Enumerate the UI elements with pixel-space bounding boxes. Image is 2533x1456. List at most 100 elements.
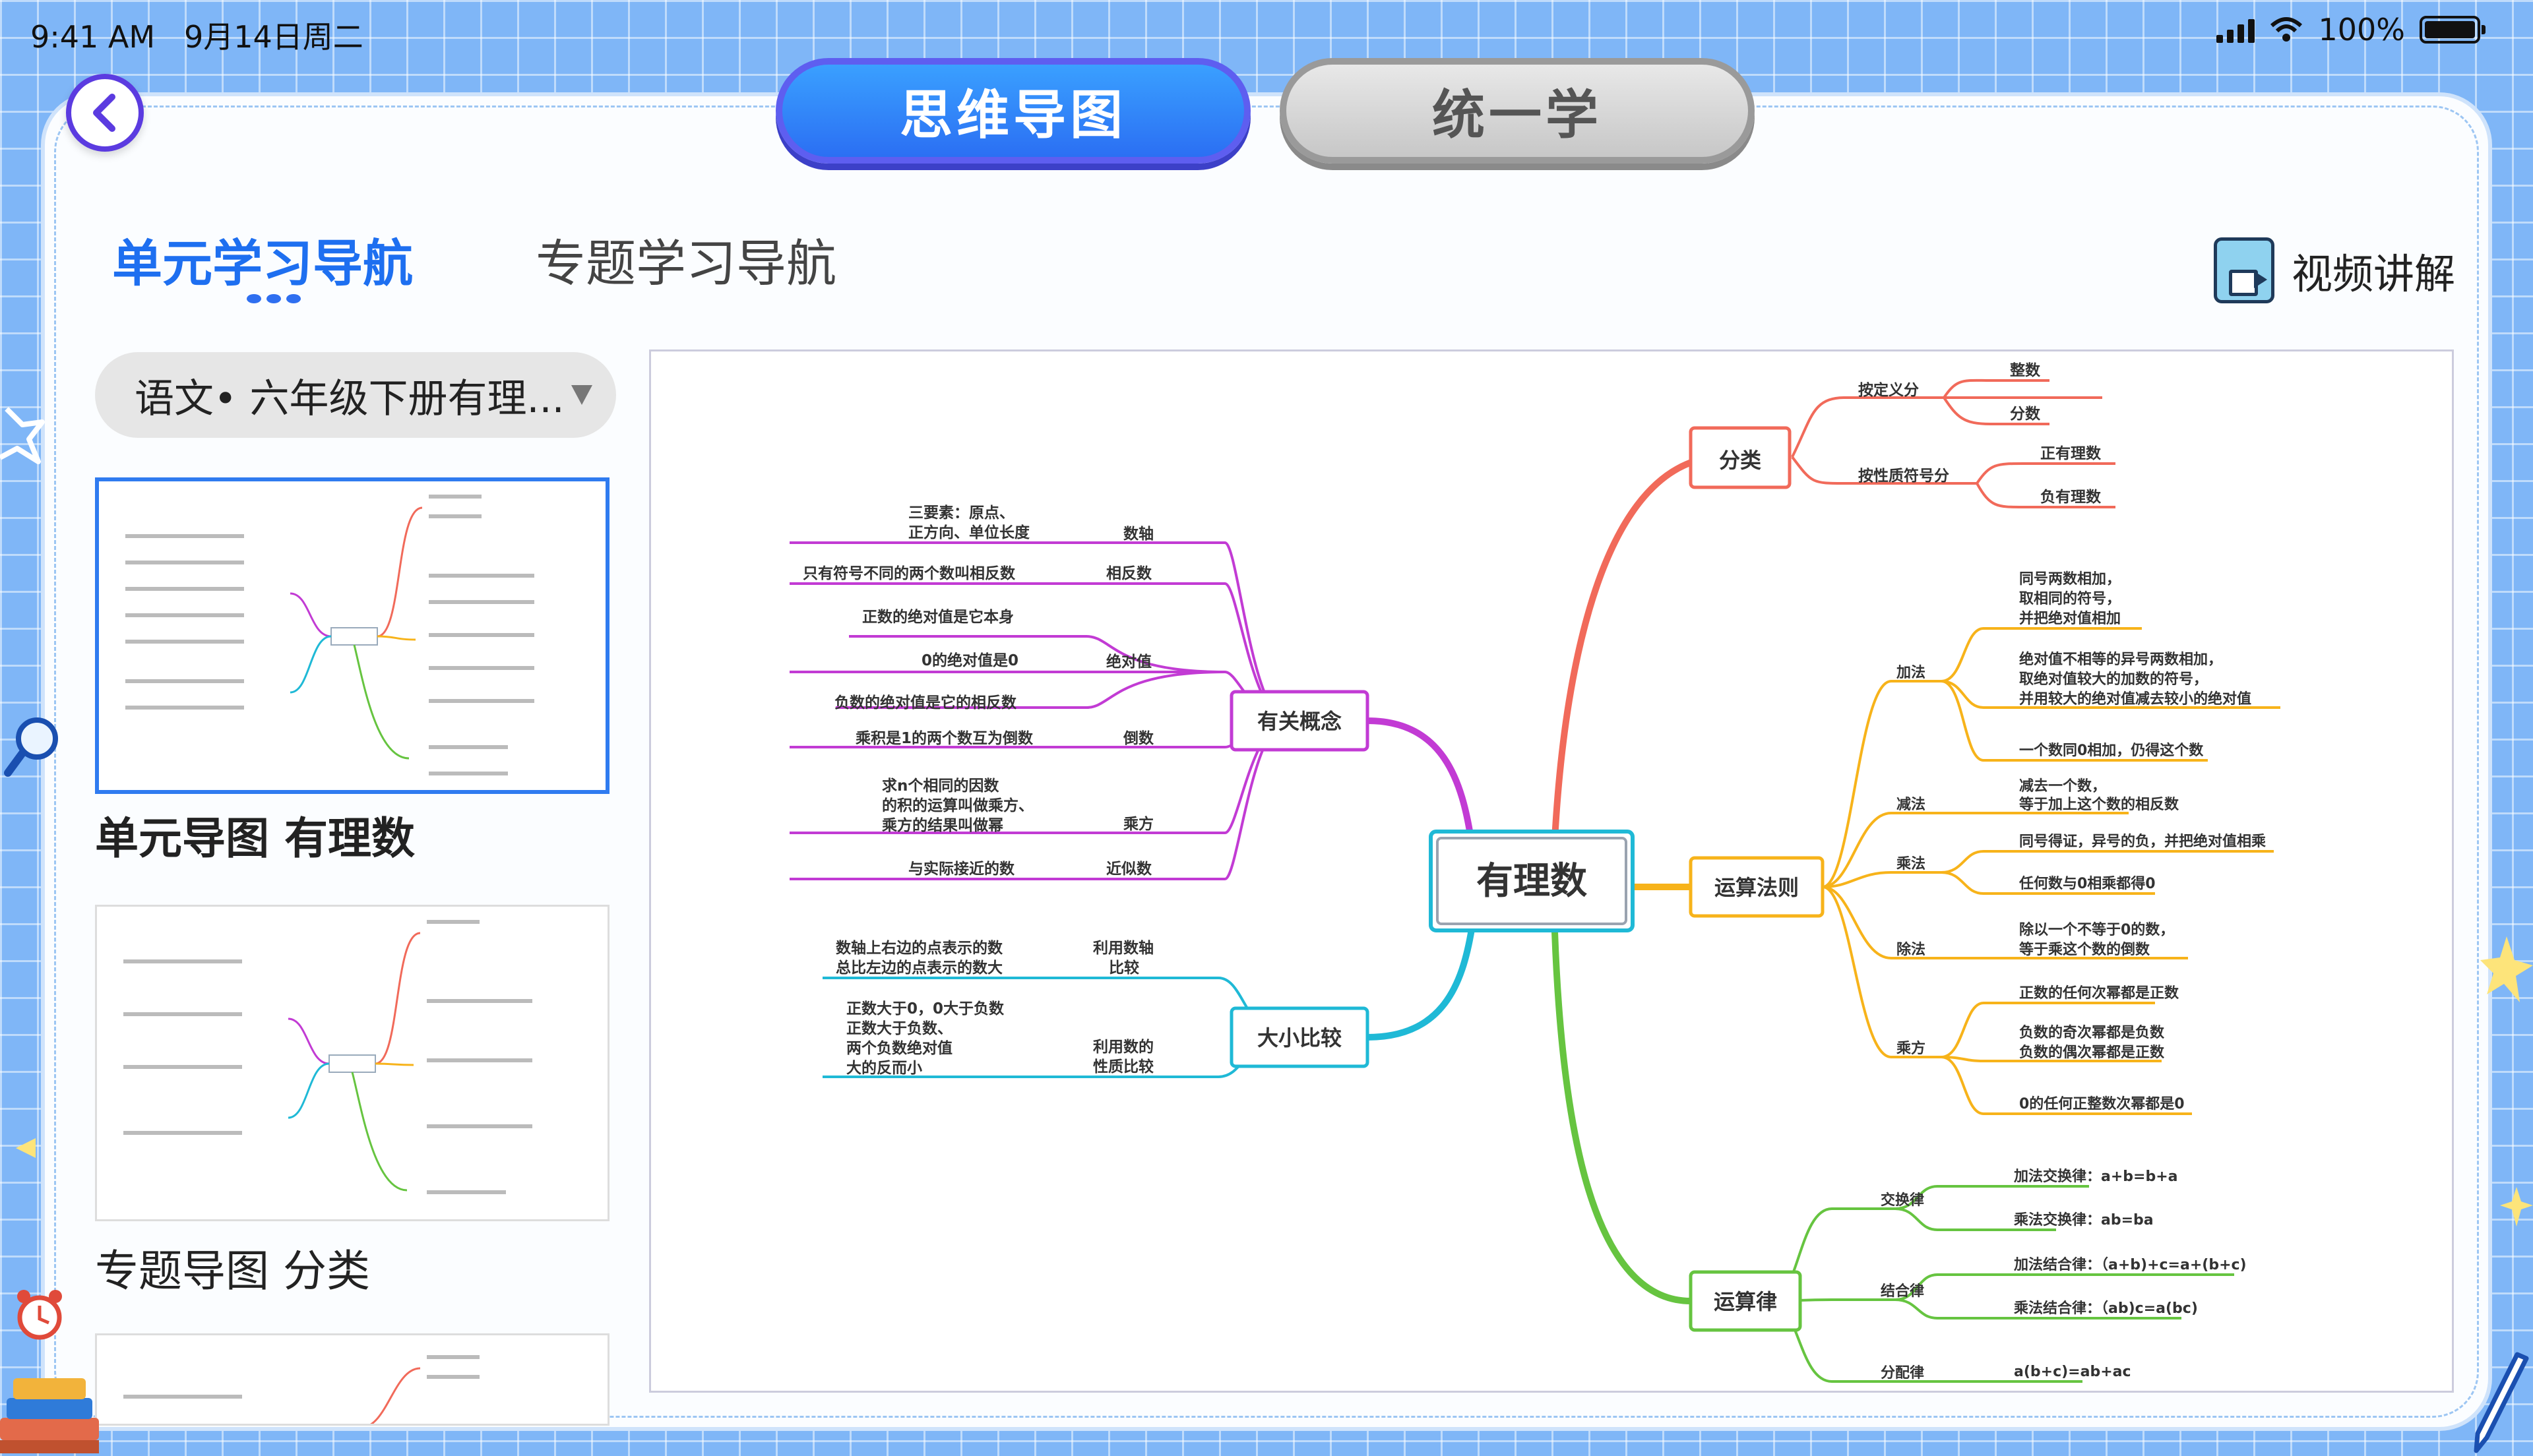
tab-mindmap[interactable]: 思维导图	[776, 58, 1251, 164]
compare-axis-label: 比较	[1109, 959, 1139, 977]
laws-assoc-text: 加法结合律：（a+b)+c=a+(b+c)	[2013, 1256, 2247, 1273]
rules-sub-text: 减去一个数，	[2019, 777, 2106, 795]
rules-add-text: 一个数同0相加，仍得这个数	[2019, 742, 2204, 759]
rules-add-text: 绝对值不相等的异号两数相加，	[2019, 651, 2222, 668]
star-decoration-icon	[2480, 936, 2533, 1002]
thumbnail-mindmap-preview	[125, 495, 534, 775]
concept-abs-text: 负数的绝对值是它的相反数	[834, 694, 1017, 712]
compare-axis-text: 总比左边的点表示的数大	[836, 959, 1003, 977]
concept-power-label: 乘方	[1123, 815, 1154, 833]
rules-add-text: 并用较大的绝对值减去较小的绝对值	[2019, 690, 2251, 708]
rules-div-text: 除以一个不等于0的数，	[2019, 921, 2174, 938]
rules-add-text: 同号两数相加，	[2019, 570, 2121, 588]
node-rules[interactable]	[1689, 856, 1825, 918]
rules-pow-text: 负数的奇次幂都是负数	[2019, 1024, 2165, 1041]
fenlei-frac: 分数	[2010, 406, 2041, 423]
concept-opposite-label: 相反数	[1106, 565, 1152, 582]
concept-abs-text: 正数的绝对值是它本身	[862, 608, 1014, 626]
concept-abs-label: 绝对值	[1106, 653, 1152, 671]
fenlei-prop: 按性质符号分	[1858, 467, 1949, 485]
compare-prop-text: 正数大于0，0大于负数	[846, 1000, 1005, 1017]
tab-unit-navigation[interactable]: 单元学习导航	[112, 234, 413, 293]
rules-sub-label: 减法	[1896, 796, 1925, 813]
rules-add-text: 取绝对值较大的加数的符号，	[2019, 671, 2208, 688]
concept-power-text: 乘方的结果叫做幂	[881, 816, 1003, 834]
concept-axis-label: 数轴	[1123, 525, 1154, 543]
node-concept[interactable]	[1230, 690, 1369, 752]
concept-power-text: 求n个相同的因数	[882, 777, 999, 795]
active-tab-indicator	[247, 294, 301, 303]
pencil-icon	[2474, 1352, 2529, 1453]
chevron-left-icon	[93, 94, 115, 132]
wifi-icon	[2270, 17, 2303, 42]
rules-add-text: 并把绝对值相加	[2019, 610, 2121, 627]
concept-axis-text: 正方向、单位长度	[908, 524, 1030, 541]
compare-axis-label: 利用数轴	[1093, 939, 1154, 957]
rules-pow-text: 0的任何正整数次幂都是0	[2019, 1095, 2185, 1112]
status-time: 9:41 AM 9月14日周二	[30, 19, 363, 55]
signal-icon	[2216, 16, 2255, 43]
star-decoration-icon	[2500, 1187, 2533, 1227]
branch-compare-link	[1364, 926, 1475, 1041]
thumbnail-mindmap-preview	[123, 920, 532, 1194]
node-compare-label: 大小比较	[1257, 1025, 1342, 1050]
laws-assoc-text: 乘法结合律：（ab)c=a(bc)	[2013, 1300, 2198, 1317]
tab-topic-navigation[interactable]: 专题学习导航	[536, 234, 836, 293]
rules-div-text: 等于乘这个数的倒数	[2019, 941, 2150, 958]
branch-laws-link	[1551, 928, 1694, 1304]
concept-approx-label: 近似数	[1106, 861, 1152, 878]
fenlei-pos: 正有理数	[2040, 444, 2102, 462]
concept-power-text: 的积的运算叫做乘方、	[882, 797, 1034, 814]
dropdown-arrow-icon	[571, 385, 592, 405]
mindmap: 有理数 分类 有关概念 大小比较 运算法则 运算律 按定义分 整数 分数 按性质…	[790, 361, 2280, 1383]
laws-swap-label: 交换律	[1881, 1192, 1924, 1209]
concept-reciprocal-text: 乘积是1的两个数互为倒数	[855, 729, 1034, 747]
video-explain-button[interactable]: 视频讲解	[2214, 237, 2455, 303]
root-node-label: 有理数	[1476, 860, 1587, 903]
laws-assoc-label: 结合律	[1881, 1283, 1924, 1300]
rules-mul-text: 任何数与0相乘都得0	[2018, 875, 2156, 892]
thumbnail-topic-map[interactable]	[95, 905, 610, 1221]
concept-opposite-text: 只有符号不同的两个数叫相反数	[803, 564, 1016, 582]
fenlei-neg: 负有理数	[2040, 488, 2102, 506]
node-fenlei-label: 分类	[1719, 448, 1761, 473]
back-button[interactable]	[66, 74, 144, 152]
rules-div-label: 除法	[1896, 941, 1925, 958]
concept-abs-text: 0的绝对值是0	[922, 652, 1018, 669]
node-rules-label: 运算法则	[1714, 875, 1799, 900]
node-fenlei[interactable]	[1689, 426, 1792, 489]
compare-axis-text: 数轴上右边的点表示的数	[836, 939, 1003, 957]
tab-unify[interactable]: 统一学	[1280, 58, 1755, 164]
node-concept-label: 有关概念	[1257, 709, 1342, 734]
node-compare[interactable]	[1230, 1006, 1369, 1068]
concept-axis-text: 三要素：原点、	[908, 504, 1015, 522]
course-select[interactable]: 语文• 六年级下册有理...	[95, 352, 616, 438]
fenlei-int: 整数	[2010, 361, 2041, 379]
books-icon	[0, 1378, 99, 1453]
battery-icon	[2420, 16, 2486, 44]
thumbnail-mindmap-preview	[123, 1355, 480, 1424]
laws-dist-text: a(b+c)=ab+ac	[2014, 1364, 2131, 1380]
rules-mul-label: 乘法	[1896, 856, 1925, 872]
thumbnail-unit-map[interactable]	[95, 477, 610, 794]
concept-approx-text: 与实际接近的数	[908, 860, 1015, 878]
node-laws[interactable]	[1689, 1270, 1802, 1332]
status-bar: 9:41 AM 9月14日周二 100%	[0, 0, 2533, 63]
compare-prop-text: 两个负数绝对值	[846, 1039, 953, 1057]
triangle-decoration-icon	[16, 1138, 36, 1158]
node-laws-label: 运算律	[1714, 1289, 1777, 1314]
course-select-value: 语文• 六年级下册有理...	[135, 375, 565, 422]
laws-swap-text: 加法交换律：a+b=b+a	[2013, 1168, 2178, 1185]
compare-prop-label: 利用数的	[1093, 1038, 1154, 1056]
rules-pow-label: 乘方	[1896, 1040, 1925, 1057]
rules-mul-text: 同号得证，异号的负，并把绝对值相乘	[2019, 833, 2266, 850]
rules-add-label: 加法	[1896, 665, 1925, 681]
star-decoration-icon	[0, 407, 45, 464]
thumbnail-third-map[interactable]	[95, 1333, 610, 1426]
laws-dist-label: 分配律	[1881, 1364, 1924, 1381]
thumbnail-unit-caption: 单元导图 有理数	[95, 813, 415, 864]
rules-sub-text: 等于加上这个数的相反数	[2019, 796, 2179, 813]
compare-prop-text: 大的反而小	[846, 1059, 922, 1077]
alarm-clock-icon	[17, 1290, 62, 1340]
battery-percent: 100%	[2318, 12, 2405, 47]
